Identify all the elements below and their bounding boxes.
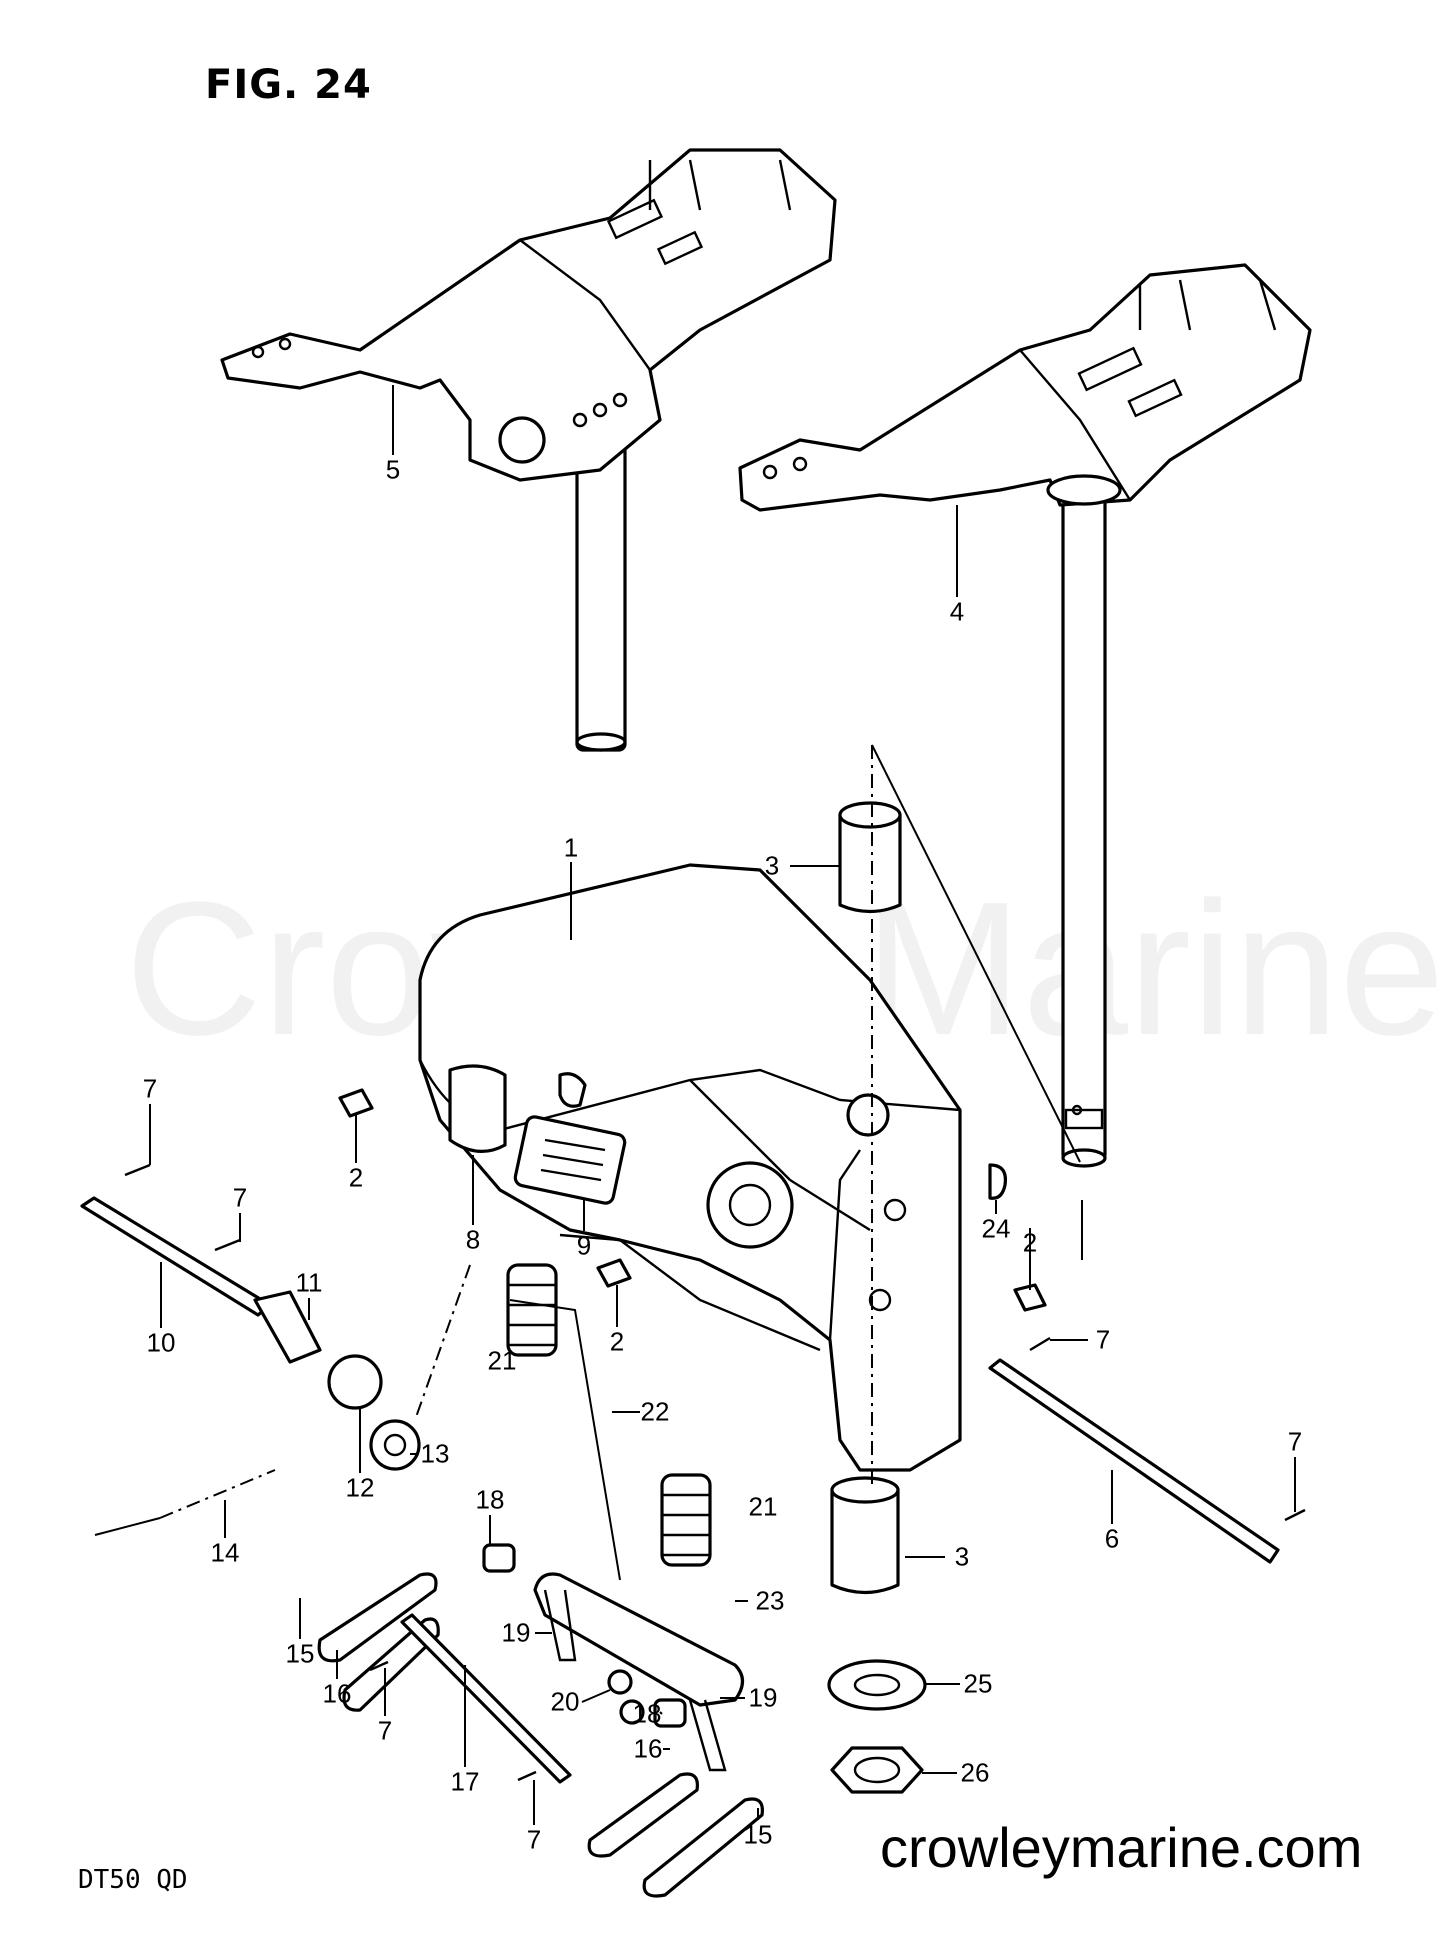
callout-26: 26 [960,1757,990,1788]
callout-14: 14 [210,1537,240,1568]
swivel-bracket-1 [418,863,962,1472]
site-url[interactable]: crowleymarine.com [880,1816,1363,1879]
callout-8: 8 [465,1224,481,1255]
callout-11: 11 [295,1267,323,1298]
cotter-pin-7 [124,1163,1306,1782]
callout-19: 19 [501,1617,531,1648]
callout-24: 24 [981,1213,1011,1244]
callout-7: 7 [377,1715,393,1746]
bushing-3 [830,801,902,1595]
callout-18: 18 [632,1698,662,1729]
figure-title: FIG. 24 [205,62,372,108]
callout-7: 7 [526,1824,542,1855]
callout-1: 1 [563,832,579,863]
callout-15: 15 [743,1819,773,1850]
callout-23: 23 [755,1585,785,1616]
plate-23 [533,1572,745,1707]
bolt-14 [94,1517,161,1536]
callout-3: 3 [954,1541,970,1572]
spring-21 [506,1263,712,1567]
callout-13: 13 [420,1438,450,1469]
callout-10: 10 [146,1327,176,1358]
callout-17: 17 [450,1766,480,1797]
callout-18: 18 [475,1484,505,1515]
callout-21: 21 [748,1491,778,1522]
washer-25 [827,1659,927,1711]
callout-3: 3 [764,850,780,881]
callout-9: 9 [576,1230,592,1261]
bushing-8 [448,1064,507,1153]
link-15-16 [317,1572,764,1898]
callout-12: 12 [345,1472,375,1503]
callout-2: 2 [609,1326,625,1357]
callout-7: 7 [232,1182,248,1213]
callout-19: 19 [748,1682,778,1713]
callout-16: 16 [322,1678,352,1709]
model-code: DT50 QD [78,1865,188,1895]
tilt-rod-10 [80,1196,421,1471]
spring-19 [543,1589,577,1662]
part-24 [988,1163,1008,1200]
callout-leaders [149,385,1296,1825]
rod-22 [509,1299,621,1581]
callout-2: 2 [1022,1227,1038,1258]
callout-22: 22 [640,1396,670,1427]
steering-bracket-4 [738,263,1312,1168]
callout-25: 25 [963,1668,993,1699]
callout-7: 7 [1095,1324,1111,1355]
callout-20: 20 [550,1686,580,1717]
steering-bracket-5 [220,148,837,752]
callout-5: 5 [385,454,401,485]
callout-16: 16 [633,1733,663,1764]
callout-2: 2 [348,1162,364,1193]
callout-6: 6 [1104,1523,1120,1554]
grease-nipple-2 [338,1088,1047,1312]
pin-17 [400,1613,572,1784]
callout-4: 4 [949,596,965,627]
callout-7: 7 [1287,1426,1303,1457]
callout-7: 7 [142,1073,158,1104]
nut-26 [830,1746,924,1794]
callout-15: 15 [285,1638,315,1669]
shaft-6 [988,1358,1280,1564]
callout-21: 21 [487,1345,517,1376]
